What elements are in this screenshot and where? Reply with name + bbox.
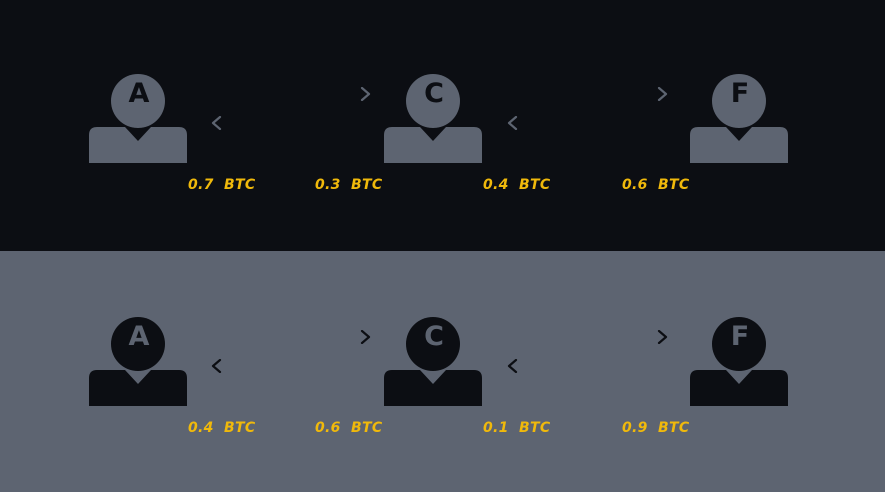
person-c-icon: C — [384, 63, 484, 163]
arrow-c-to-a-icon — [211, 116, 369, 130]
person-c-icon: C — [384, 306, 484, 406]
arrow-a-to-c-icon — [213, 330, 371, 344]
person-f-icon: F — [690, 63, 790, 163]
person-letter: F — [730, 320, 750, 352]
btc-amount-label: 0.4 BTC — [483, 177, 551, 193]
person-letter: A — [128, 77, 150, 109]
arrow-c-to-f-icon — [510, 330, 668, 344]
btc-amount-label: 0.7 BTC — [188, 177, 256, 193]
person-letter: A — [128, 320, 150, 352]
bottom-payment-channel-panel: A C F 0.4 BTC 0.6 BTC 0.1 BTC 0.9 BTC — [0, 251, 885, 492]
person-letter: C — [424, 77, 444, 109]
btc-amount-label: 0.9 BTC — [622, 420, 690, 436]
person-a-icon: A — [89, 306, 189, 406]
person-f-icon: F — [690, 306, 790, 406]
btc-amount-label: 0.1 BTC — [483, 420, 551, 436]
top-payment-channel-panel: A C F 0.7 BTC 0.3 BTC 0.4 BTC 0.6 BTC — [0, 0, 885, 251]
btc-amount-label: 0.6 BTC — [622, 177, 690, 193]
btc-amount-label: 0.6 BTC — [315, 420, 383, 436]
arrow-c-to-f-icon — [510, 87, 668, 101]
btc-amount-label: 0.4 BTC — [188, 420, 256, 436]
btc-amount-label: 0.3 BTC — [315, 177, 383, 193]
arrow-f-to-c-icon — [507, 359, 665, 373]
arrow-a-to-c-icon — [213, 87, 371, 101]
arrow-c-to-a-icon — [211, 359, 369, 373]
person-letter: F — [730, 77, 750, 109]
arrow-f-to-c-icon — [507, 116, 665, 130]
person-a-icon: A — [89, 63, 189, 163]
person-letter: C — [424, 320, 444, 352]
